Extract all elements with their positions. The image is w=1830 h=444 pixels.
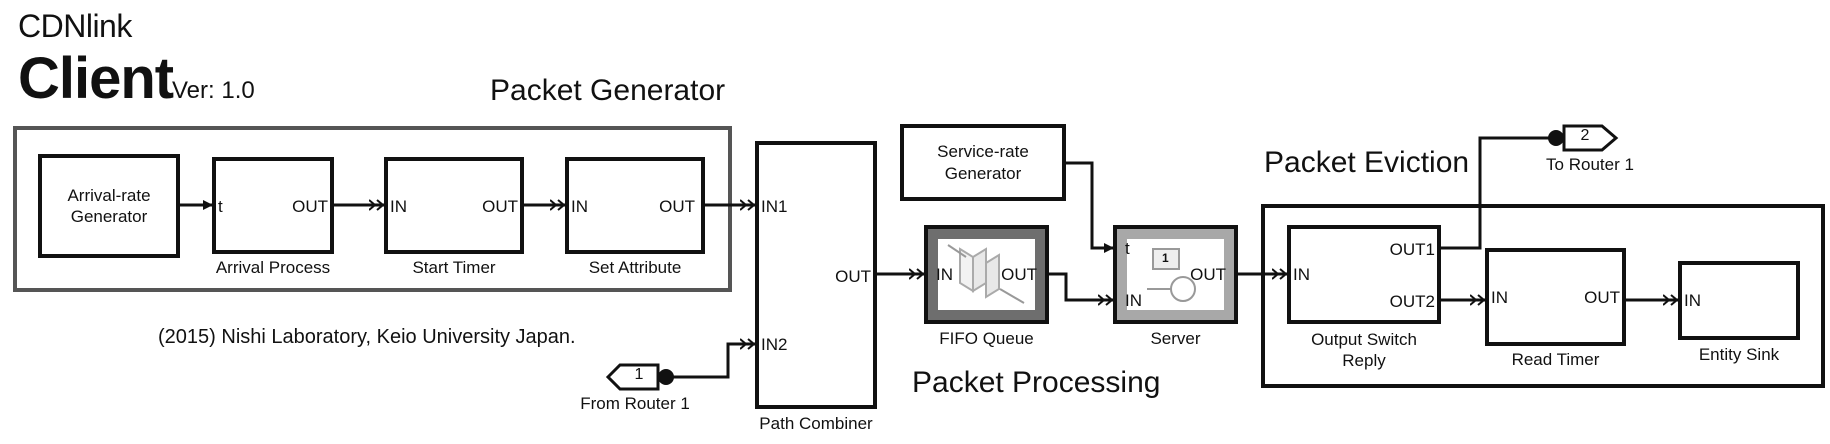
fifo-queue-icon [947, 244, 1025, 304]
server-face: 1 t IN OUT [1125, 239, 1226, 310]
port-in: IN [1684, 291, 1701, 310]
port-out1: OUT1 [1389, 240, 1435, 259]
arrival-rate-generator-block[interactable]: Arrival-rate Generator [38, 154, 180, 258]
path-combiner-block[interactable]: IN1 IN2 OUT [755, 141, 877, 409]
entity-line-from-router[interactable] [666, 344, 755, 379]
port-in: IN [571, 197, 588, 216]
packet-generator-frame[interactable] [13, 126, 732, 292]
port-in: IN [1293, 265, 1310, 284]
path-combiner-label: Path Combiner [759, 414, 873, 433]
app-name: CDNlink [18, 8, 132, 44]
fifo-queue-block[interactable]: IN OUT [924, 225, 1049, 324]
entity-line-5[interactable] [1046, 272, 1113, 300]
packet-processing-title: Packet Processing [912, 366, 1161, 399]
port-out2: OUT2 [1389, 292, 1435, 311]
port-out: OUT [835, 267, 871, 286]
fifo-queue-label: FIFO Queue [939, 329, 1034, 348]
start-timer-label: Start Timer [412, 258, 496, 277]
set-attribute-label: Set Attribute [588, 258, 682, 277]
read-timer-block[interactable]: IN OUT [1485, 248, 1626, 346]
to-tag-dot [1548, 130, 1564, 146]
port-in: IN [390, 197, 407, 216]
set-attribute-block[interactable]: IN OUT [565, 157, 705, 254]
port-in: IN [1491, 288, 1508, 307]
port-in: IN [936, 265, 953, 284]
arrival-process-block[interactable]: t OUT [212, 157, 334, 254]
port-out: OUT [482, 197, 518, 216]
port-out: OUT [292, 197, 328, 216]
port-in1: IN1 [761, 197, 788, 216]
packet-generator-title: Packet Generator [490, 74, 726, 107]
port-out: OUT [1190, 265, 1226, 284]
port-t: t [1125, 239, 1130, 258]
port-t: t [218, 197, 223, 216]
credit-text: (2015) Nishi Laboratory, Keio University… [158, 326, 576, 348]
service-rate-generator-block[interactable]: Service-rate Generator [900, 124, 1066, 201]
output-switch-label: Output Switch Reply [1311, 330, 1417, 371]
server-block[interactable]: 1 t IN OUT [1113, 225, 1238, 324]
arrival-process-label: Arrival Process [215, 258, 331, 277]
fifo-queue-face: IN OUT [936, 239, 1037, 310]
model-title: Client [18, 46, 174, 111]
from-router-label: From Router 1 [580, 394, 690, 413]
read-timer-label: Read Timer [1511, 350, 1600, 369]
start-timer-block[interactable]: IN OUT [384, 157, 524, 254]
to-router-label: To Router 1 [1546, 155, 1634, 174]
entity-sink-label: Entity Sink [1698, 345, 1780, 364]
port-out: OUT [659, 197, 695, 216]
to-router-tag[interactable] [1562, 124, 1619, 152]
output-switch-block[interactable]: IN OUT1 OUT2 [1287, 225, 1441, 324]
port-out: OUT [1001, 265, 1037, 284]
from-router-tag[interactable] [605, 363, 660, 391]
port-in: IN [1125, 291, 1142, 310]
version-label: Ver: 1.0 [172, 77, 255, 104]
to-tag-number: 2 [1580, 127, 1590, 144]
server-label: Server [1150, 329, 1201, 348]
from-tag-dot [658, 369, 674, 385]
from-tag-number: 1 [634, 366, 644, 383]
entity-sink-block[interactable]: IN [1678, 261, 1800, 340]
server-capacity: 1 [1162, 251, 1169, 265]
packet-eviction-title: Packet Eviction [1264, 146, 1470, 179]
port-out: OUT [1584, 288, 1620, 307]
signal-line-service[interactable] [1064, 161, 1114, 253]
server-icon [1147, 248, 1196, 302]
port-in2: IN2 [761, 335, 788, 354]
packet-eviction-frame[interactable] [1261, 204, 1825, 388]
